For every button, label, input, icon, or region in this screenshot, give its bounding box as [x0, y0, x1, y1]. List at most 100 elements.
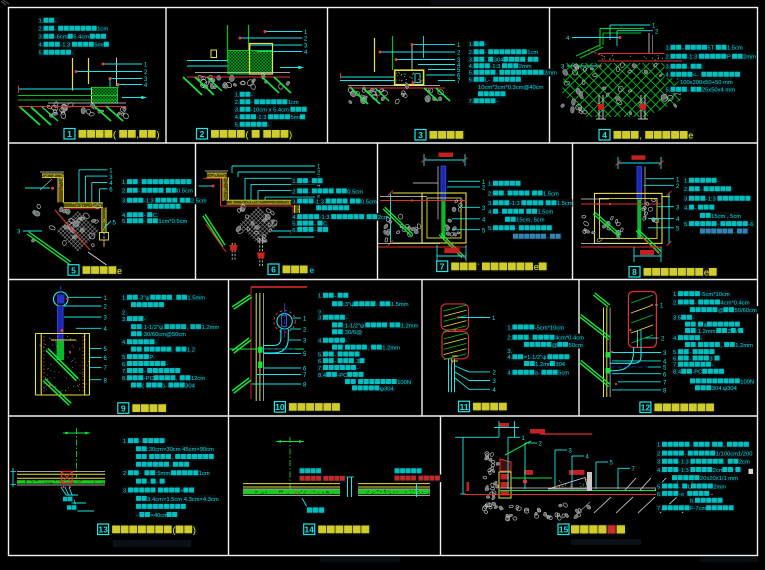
svg-text:.: . [172, 348, 174, 354]
svg-text:2: 2 [144, 70, 148, 76]
svg-text:4.: 4. [122, 213, 127, 219]
svg-text:,: , [723, 443, 725, 449]
svg-text:2.: 2. [507, 336, 512, 342]
svg-text:5.: 5. [122, 355, 127, 361]
svg-text:4.: 4. [657, 468, 662, 474]
svg-text:4: 4 [109, 181, 113, 187]
svg-text:@: @ [718, 308, 724, 314]
svg-text:5: 5 [663, 366, 667, 372]
svg-text:): ) [156, 130, 159, 140]
svg-text:P-: P- [149, 355, 155, 361]
svg-text:-: - [515, 226, 517, 232]
svg-text:1.5cm: 1.5cm [727, 46, 743, 52]
svg-text:7: 7 [663, 380, 667, 386]
svg-text:-: - [499, 210, 501, 216]
svg-text:-: - [334, 294, 336, 300]
svg-text:-: - [689, 356, 691, 362]
svg-text:5.: 5. [488, 226, 493, 232]
svg-text:-: - [268, 123, 270, 129]
svg-text:11: 11 [459, 402, 468, 412]
svg-text:-1:3: -1:3 [490, 64, 500, 70]
svg-text:-: - [345, 339, 347, 345]
svg-text:U: U [688, 484, 692, 490]
svg-text:2.: 2. [684, 187, 689, 193]
svg-text:7: 7 [440, 262, 445, 272]
svg-text:3.: 3. [318, 316, 323, 322]
svg-text:304 ψ304: 304 ψ304 [712, 386, 738, 392]
svg-text:15cm, 5cm: 15cm, 5cm [516, 218, 545, 224]
svg-text:3.: 3. [39, 35, 44, 41]
svg-text:-5cm*10cm: -5cm*10cm [535, 325, 564, 331]
svg-text:-: - [687, 65, 689, 71]
svg-text:6.: 6. [673, 356, 678, 362]
svg-text:-: - [155, 340, 157, 346]
svg-text:5.: 5. [673, 350, 678, 356]
svg-text:7.: 7. [318, 366, 323, 372]
svg-text:3: 3 [17, 230, 21, 236]
svg-text:8: 8 [303, 383, 307, 389]
svg-text:,: , [136, 130, 139, 140]
svg-text:=1-1/2"ψ: =1-1/2"ψ [524, 355, 547, 361]
svg-text:3.: 3. [123, 488, 128, 494]
svg-text:5.: 5. [666, 88, 671, 94]
svg-text:1: 1 [652, 24, 656, 30]
svg-text:(: ( [113, 130, 116, 140]
svg-text:4: 4 [566, 36, 570, 42]
svg-text:1: 1 [303, 317, 307, 323]
svg-text:5: 5 [71, 265, 76, 275]
svg-text::30/6@: :30/6@ [343, 330, 362, 336]
svg-text:C.: C. [323, 222, 329, 228]
svg-text:7.: 7. [469, 99, 474, 105]
svg-text:1: 1 [109, 169, 113, 175]
svg-text:100x200x50+50 mm: 100x200x50+50 mm [680, 80, 733, 86]
svg-text:1/100cm1/200: 1/100cm1/200 [716, 452, 753, 458]
svg-text:6: 6 [303, 367, 307, 373]
svg-text:-: - [700, 336, 702, 342]
svg-text:)-: )- [163, 383, 167, 389]
svg-text:3.: 3. [122, 199, 127, 205]
svg-text:3.: 3. [657, 460, 662, 466]
svg-text:e: e [117, 266, 122, 276]
svg-text:2.: 2. [123, 471, 128, 477]
svg-text:1.5cm: 1.5cm [537, 210, 553, 216]
svg-text:-1:3: -1:3 [706, 197, 716, 203]
svg-text:2mm: 2mm [713, 484, 726, 490]
svg-text::30cm×30cm 45cm×90cm: :30cm×30cm 45cm×90cm [147, 447, 214, 453]
svg-text:6: 6 [457, 74, 461, 80]
svg-text:1: 1 [660, 304, 664, 310]
svg-text:×: × [180, 488, 183, 494]
svg-text:5.: 5. [292, 222, 297, 228]
svg-text:5: 5 [482, 228, 486, 234]
svg-text:100N: 100N [397, 380, 411, 386]
svg-text:-1:3: -1:3 [256, 115, 266, 121]
svg-text:1: 1 [304, 30, 308, 36]
svg-text:2: 2 [728, 329, 731, 335]
svg-text:7: 7 [303, 373, 307, 379]
svg-text:-: - [700, 187, 702, 193]
svg-text:-5cm*10cm: -5cm*10cm [700, 292, 729, 298]
svg-text:2: 2 [493, 371, 497, 377]
svg-text:-: - [251, 100, 253, 106]
svg-text:3: 3 [303, 339, 307, 345]
svg-text:-: - [334, 359, 336, 365]
svg-text:-: - [139, 439, 141, 445]
svg-text:5: 5 [457, 68, 461, 74]
svg-text::: : [142, 348, 144, 354]
svg-text:-PC: -PC [692, 370, 702, 376]
svg-text:100N: 100N [740, 379, 754, 385]
svg-text:2: 2 [539, 442, 543, 448]
svg-text:2: 2 [676, 184, 680, 190]
svg-text:-1:3: -1:3 [60, 43, 70, 49]
svg-text:-: - [170, 463, 172, 469]
svg-text:4: 4 [317, 183, 321, 189]
svg-text:0.5cm: 0.5cm [177, 189, 193, 195]
svg-text:2: 2 [655, 29, 659, 35]
svg-text:e: e [704, 268, 709, 278]
svg-text:1.2mm: 1.2mm [202, 325, 220, 331]
svg-text:-1:3: -1:3 [314, 199, 324, 205]
svg-text:-o: -o [679, 492, 684, 498]
svg-text:1: 1 [457, 43, 461, 49]
svg-text:): ) [289, 130, 292, 140]
svg-text:-: - [308, 179, 310, 185]
svg-text:2cm: 2cm [739, 460, 750, 466]
